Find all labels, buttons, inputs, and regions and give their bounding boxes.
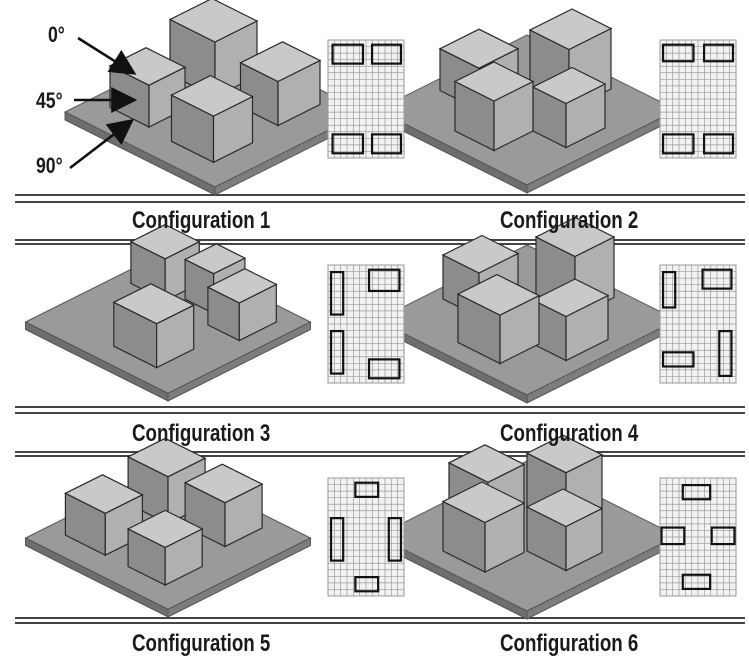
building-footprint	[702, 43, 735, 63]
configuration-1-caption: Configuration 1	[132, 207, 271, 234]
arrow-90-icon	[69, 118, 135, 170]
building-footprint	[681, 483, 712, 501]
angle-label-0: 0°	[48, 22, 65, 47]
building-footprint	[367, 268, 401, 293]
plan-configuration-5	[327, 477, 405, 597]
plan-views	[327, 39, 737, 597]
model-configuration-1	[63, 0, 367, 196]
building-block	[126, 509, 204, 586]
model-configuration-5	[24, 437, 312, 618]
building-footprint	[681, 573, 712, 591]
base-plate-edge	[167, 537, 311, 618]
configuration-2-caption: Configuration 2	[500, 207, 639, 234]
building-footprint	[710, 526, 736, 546]
building-block	[453, 61, 535, 152]
building-block	[525, 488, 604, 572]
plan-configuration-3	[327, 264, 405, 384]
building-footprint	[331, 43, 365, 65]
building-footprint	[718, 329, 733, 378]
plan-configuration-4	[659, 264, 737, 384]
building-block	[206, 268, 278, 342]
arrow-0-icon	[77, 36, 137, 75]
building-footprint	[661, 351, 695, 368]
model-configuration-3	[24, 223, 312, 402]
plan-configuration-6	[659, 477, 737, 597]
building-footprint	[701, 268, 733, 290]
building-block	[112, 283, 196, 369]
base-plate-edge	[167, 321, 311, 402]
configuration-3-caption: Configuration 3	[132, 420, 271, 447]
building-footprint	[354, 481, 380, 498]
building-footprint	[329, 270, 345, 316]
building-block	[170, 74, 254, 164]
configuration-4-caption: Configuration 4	[500, 420, 639, 447]
building-footprint	[661, 270, 677, 309]
plan-configuration-1	[327, 39, 405, 159]
isometric-models	[24, 0, 679, 620]
building-footprint	[331, 133, 365, 155]
building-footprint	[370, 43, 403, 65]
wind-direction-arrows	[69, 36, 138, 170]
model-configuration-2	[375, 8, 679, 194]
angle-label-45: 45°	[36, 88, 63, 113]
building-footprint	[354, 576, 380, 593]
configuration-5-caption: Configuration 5	[132, 630, 271, 657]
building-block	[441, 481, 526, 573]
building-block	[531, 66, 607, 149]
building-footprint	[329, 517, 345, 562]
building-footprint	[660, 526, 686, 546]
building-footprint	[329, 329, 345, 375]
building-block	[168, 0, 259, 98]
building-footprint	[387, 517, 403, 562]
plan-configuration-2	[659, 39, 737, 159]
building-block	[456, 273, 541, 365]
configuration-6-caption: Configuration 6	[500, 630, 639, 657]
building-footprint	[370, 133, 403, 155]
angle-label-90: 90°	[36, 153, 63, 178]
building-footprint	[661, 133, 695, 155]
building-footprint	[702, 133, 735, 155]
model-configuration-6	[375, 434, 679, 620]
model-configuration-4	[375, 216, 679, 404]
building-footprint	[661, 43, 695, 63]
building-footprint	[367, 358, 401, 380]
building-block	[239, 41, 322, 127]
